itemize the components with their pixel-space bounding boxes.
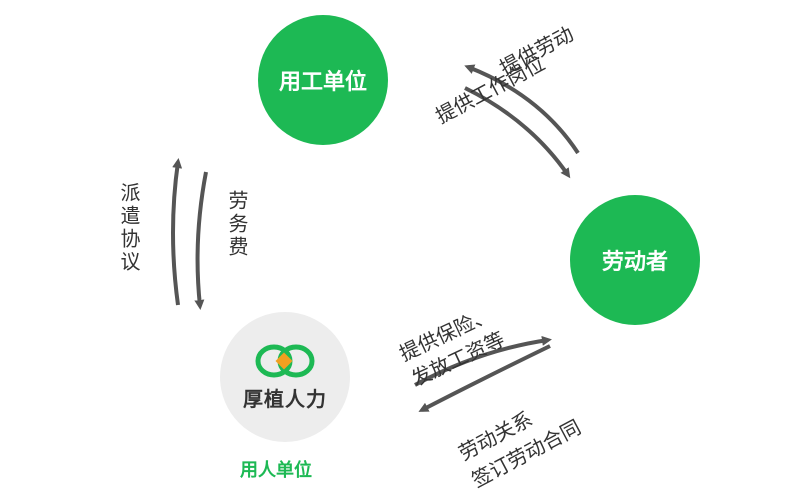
employer-node: 用工单位 (258, 15, 388, 145)
company-node: 厚植人力 (220, 312, 350, 442)
worker-node: 劳动者 (570, 195, 700, 325)
arrow-service-fee (194, 171, 208, 310)
arrow-provide-labor (464, 64, 580, 155)
arrow-dispatch-agreement (171, 158, 183, 306)
employer-label: 用工单位 (278, 70, 367, 95)
arrow-provide-job (464, 86, 571, 179)
label-dispatch-agreement: 派遣协议 (117, 182, 141, 274)
worker-label: 劳动者 (601, 250, 668, 275)
arrow-labor-contract (418, 344, 551, 412)
arrow-insurance-wages (414, 335, 552, 387)
company-name: 厚植人力 (243, 386, 327, 411)
label-service-fee: 劳务费 (225, 190, 249, 259)
company-caption: 用人单位 (240, 460, 312, 481)
company-logo-icon (255, 344, 315, 377)
